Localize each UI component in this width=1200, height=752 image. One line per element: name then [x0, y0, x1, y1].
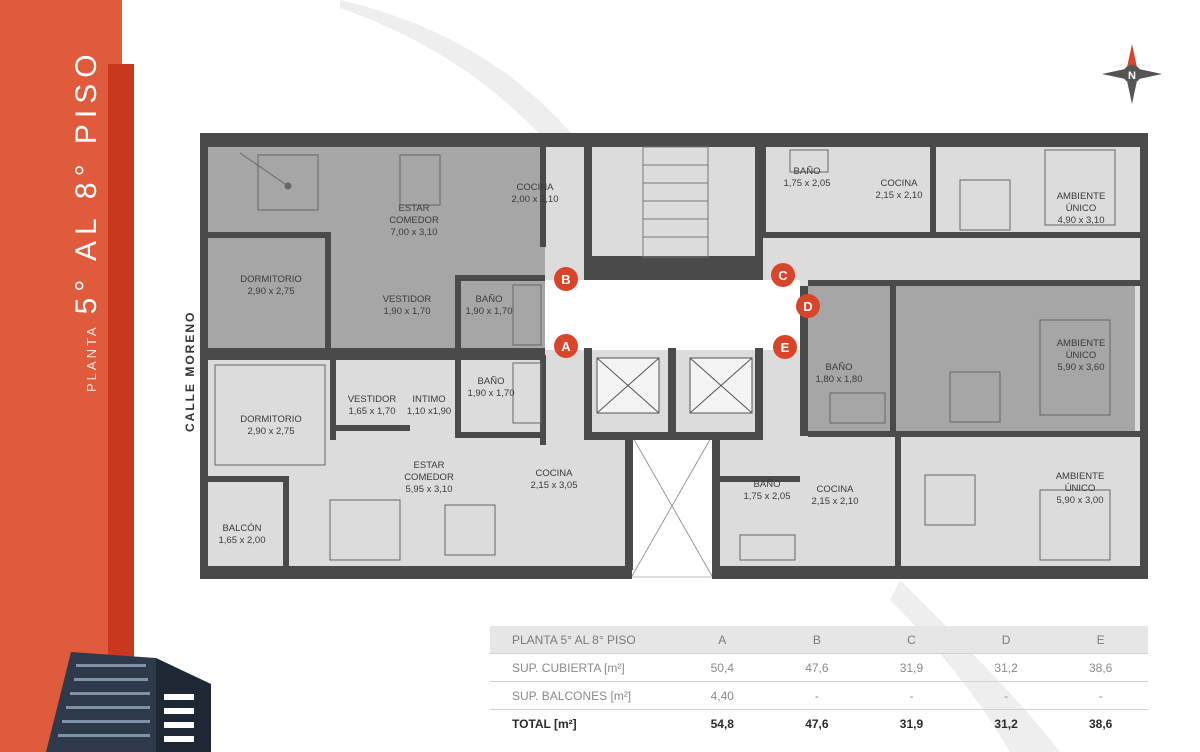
- north-compass-icon: N: [1102, 44, 1162, 104]
- table-cell: SUP. CUBIERTA [m²]: [490, 653, 675, 682]
- table-total-row: TOTAL [m²] 54,8 47,6 31,9 31,2 38,6: [490, 710, 1148, 738]
- side-accent-strip: [108, 64, 134, 752]
- elevators: [596, 357, 753, 414]
- table-cell: -: [864, 681, 959, 710]
- shaft-cross-2: [631, 435, 713, 577]
- table-cell: -: [1053, 681, 1148, 710]
- table-cell: -: [769, 681, 865, 710]
- table-total-cell: 38,6: [1089, 716, 1113, 731]
- unit-b-area: [203, 147, 545, 352]
- table-cell: 50,4: [675, 653, 770, 682]
- svg-text:C: C: [778, 268, 788, 283]
- table-header-cell: PLANTA 5° AL 8° PISO: [490, 626, 675, 654]
- svg-text:E: E: [781, 340, 790, 355]
- marker-d: D: [796, 294, 820, 318]
- table-row: SUP. CUBIERTA [m²] 50,4 47,6 31,9 31,2 3…: [490, 653, 1148, 682]
- table-row: SUP. BALCONES [m²] 4,40 - - - -: [490, 681, 1148, 710]
- table-total-cell: 47,6: [805, 716, 829, 731]
- table-total-cell: 31,9: [899, 716, 924, 731]
- table-header-cell: C: [864, 626, 959, 654]
- marker-b: B: [554, 267, 578, 291]
- unit-d-area: [808, 285, 1135, 431]
- outer-walls: [200, 133, 1148, 579]
- table-total-cell: 31,2: [994, 716, 1018, 731]
- svg-text:A: A: [561, 339, 571, 354]
- table-cell: 31,9: [864, 653, 959, 682]
- stairs: [642, 146, 709, 258]
- table-cell: 4,40: [675, 681, 770, 710]
- svg-text:D: D: [803, 299, 812, 314]
- table-cell: SUP. BALCONES [m²]: [490, 681, 675, 710]
- marker-a: A: [554, 334, 578, 358]
- svg-text:B: B: [561, 272, 570, 287]
- table-header-cell: A: [675, 626, 770, 654]
- core-walls: [208, 147, 936, 570]
- compass-letter: N: [1128, 70, 1136, 82]
- table-header-row: PLANTA 5° AL 8° PISO A B C D E: [490, 626, 1148, 654]
- hallway: [545, 280, 800, 350]
- table-header-cell: E: [1053, 626, 1148, 654]
- table-cell: 31,2: [958, 653, 1054, 682]
- table-total-cell: 54,8: [710, 716, 734, 731]
- furniture: [214, 149, 1116, 561]
- table-header-cell: B: [769, 626, 865, 654]
- marker-e: E: [773, 335, 797, 359]
- table-cell: 38,6: [1053, 653, 1148, 682]
- table-cell: 47,6: [769, 653, 865, 682]
- side-band: [0, 0, 122, 752]
- building-render: [46, 652, 211, 752]
- table-cell: -: [958, 681, 1054, 710]
- area-table: PLANTA 5° AL 8° PISO A B C D E SUP. CUBI…: [490, 626, 1148, 737]
- table-total-cell: TOTAL [m²]: [512, 716, 577, 731]
- marker-c: C: [771, 263, 795, 287]
- table-header-cell: D: [958, 626, 1054, 654]
